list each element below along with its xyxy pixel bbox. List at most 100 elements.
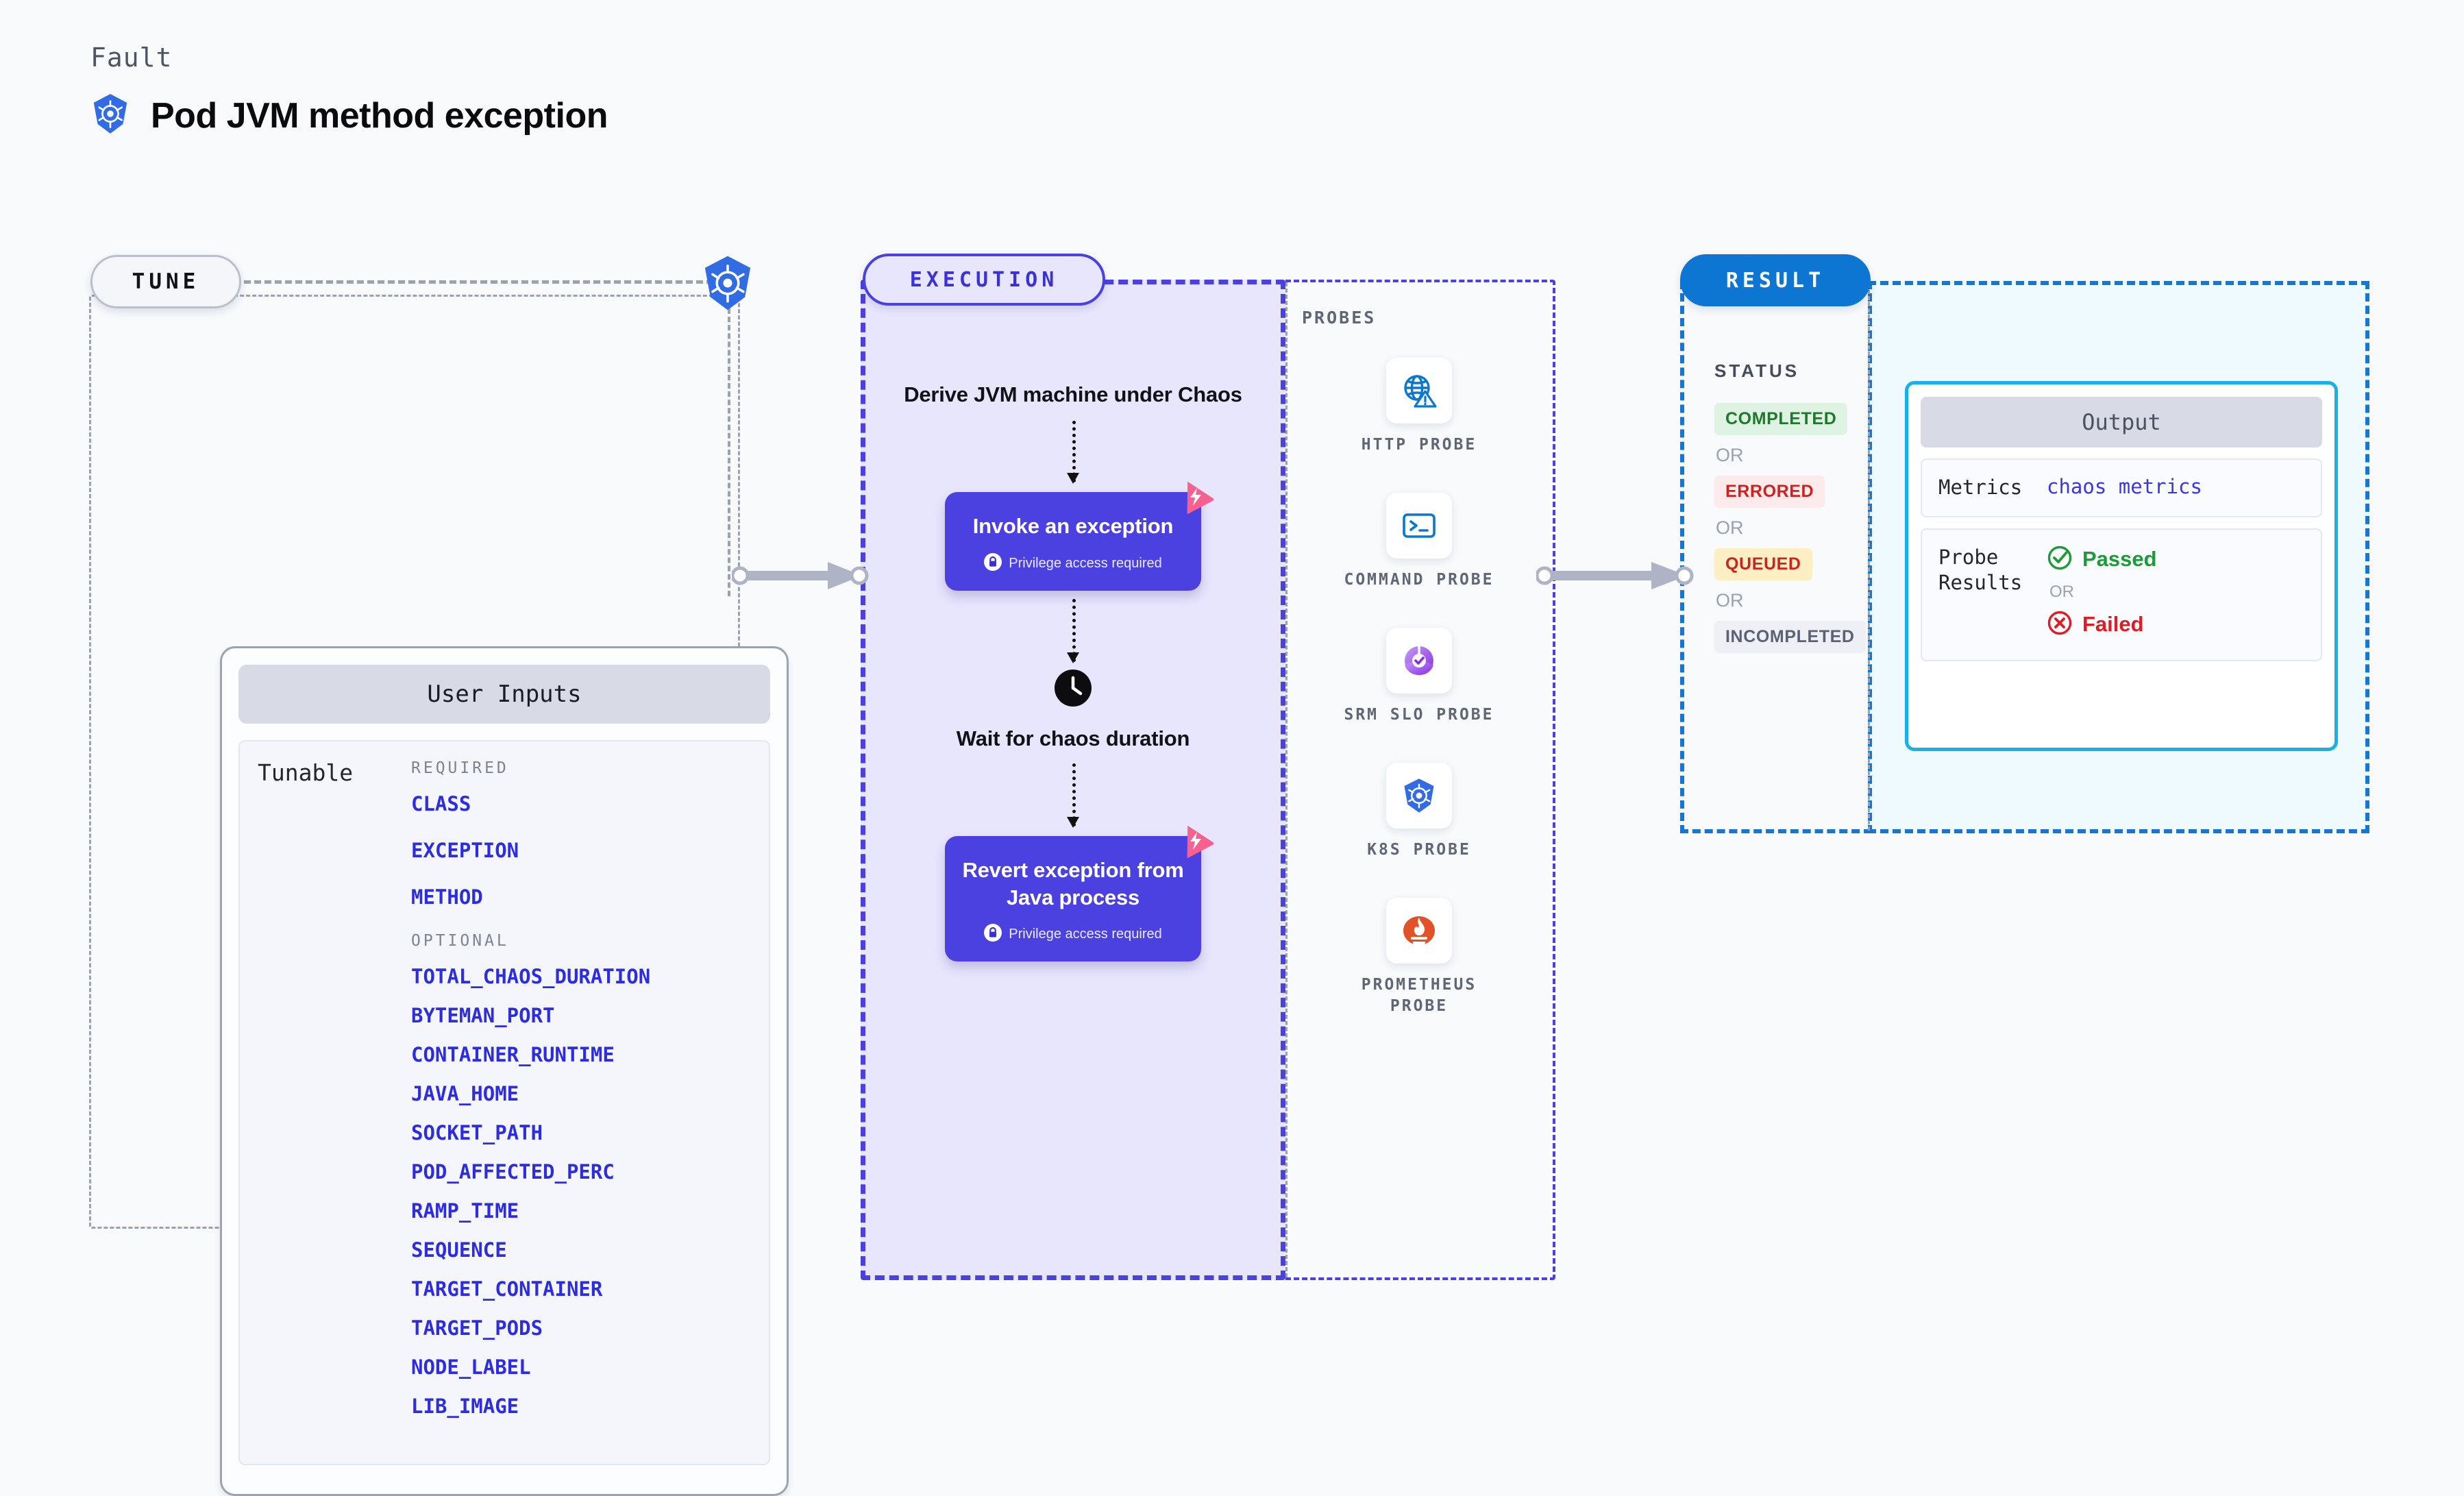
tune-connector-dash (244, 280, 724, 284)
result-status-panel: STATUS COMPLETED OR ERRORED OR QUEUED OR… (1680, 281, 1872, 833)
param-ramp-time[interactable]: RAMP_TIME (411, 1199, 519, 1223)
user-inputs-header: User Inputs (238, 665, 770, 724)
or-separator: OR (2049, 582, 2074, 601)
prometheus-flame-icon (1386, 898, 1452, 964)
param-class[interactable]: CLASS (411, 792, 471, 816)
or-separator: OR (1716, 445, 1744, 465)
probe-item-command[interactable]: COMMAND PROBE (1344, 493, 1494, 591)
execution-panel: Derive JVM machine under Chaos Invoke an… (861, 280, 1285, 1280)
status-badge-errored: ERRORED (1714, 476, 1825, 508)
param-node-label[interactable]: NODE_LABEL (411, 1356, 531, 1379)
param-byteman-port[interactable]: BYTEMAN_PORT (411, 1004, 555, 1027)
status-badge-completed: COMPLETED (1714, 403, 1848, 435)
status-divider (1868, 284, 1870, 831)
param-sequence[interactable]: SEQUENCE (411, 1238, 507, 1262)
param-method[interactable]: METHOD (411, 885, 483, 909)
execution-flow: Derive JVM machine under Chaos Invoke an… (865, 380, 1281, 962)
kubernetes-icon (1386, 763, 1452, 829)
privilege-text: Privilege access required (1009, 927, 1162, 942)
probe-label: K8S PROBE (1367, 841, 1471, 859)
probe-item-srm-slo[interactable]: SRM SLO PROBE (1344, 628, 1494, 726)
param-pod-affected-perc[interactable]: POD_AFFECTED_PERC (411, 1160, 615, 1184)
metrics-value[interactable]: chaos metrics (2047, 475, 2202, 498)
execution-card-invoke[interactable]: Invoke an exception Privilege access req… (945, 481, 1216, 591)
probe-label: HTTP PROBE (1361, 436, 1477, 454)
flow-arrow-1 (1066, 421, 1080, 485)
execution-pill[interactable]: EXECUTION (863, 254, 1105, 306)
title-row: Pod JVM method exception (90, 93, 608, 138)
lock-icon (984, 924, 1002, 945)
tunable-lists: REQUIRED CLASS EXCEPTION METHOD OPTIONAL… (411, 759, 769, 1464)
param-lib-image[interactable]: LIB_IMAGE (411, 1395, 519, 1418)
probe-item-http[interactable]: HTTP PROBE (1362, 358, 1477, 456)
chaos-badge-icon (1176, 477, 1216, 517)
tunable-box: Tunable REQUIRED CLASS EXCEPTION METHOD … (238, 740, 770, 1465)
connector-tune-to-execution (730, 559, 869, 596)
page-title: Pod JVM method exception (151, 95, 608, 136)
param-target-pods[interactable]: TARGET_PODS (411, 1316, 543, 1340)
privilege-text: Privilege access required (1009, 555, 1162, 571)
flow-heading-derive: Derive JVM machine under Chaos (904, 382, 1242, 406)
flow-heading-wait: Wait for chaos duration (956, 726, 1190, 750)
param-container-runtime[interactable]: CONTAINER_RUNTIME (411, 1043, 615, 1066)
probe-item-prometheus[interactable]: PROMETHEUS PROBE (1340, 898, 1498, 1017)
param-target-container[interactable]: TARGET_CONTAINER (411, 1277, 603, 1301)
user-inputs-card: User Inputs Tunable REQUIRED CLASS EXCEP… (220, 646, 789, 1496)
execution-card-title: Invoke an exception (972, 514, 1174, 539)
group-title-required: REQUIRED (411, 759, 509, 777)
status-list: COMPLETED OR ERRORED OR QUEUED OR INCOMP… (1714, 403, 1866, 653)
result-output-panel: Output Metrics chaos metrics Probe Resul… (1868, 281, 2369, 833)
probe-label: SRM SLO PROBE (1344, 706, 1494, 724)
tune-pill[interactable]: TUNE (90, 255, 241, 308)
privilege-row: Privilege access required (957, 924, 1189, 945)
status-section-label: STATUS (1714, 360, 1800, 381)
terminal-icon (1385, 493, 1452, 559)
tune-vertical-dash (728, 308, 730, 596)
metrics-row: Metrics chaos metrics (1921, 458, 2322, 517)
tunable-label: Tunable (258, 759, 354, 786)
passed-label: Passed (2082, 547, 2157, 572)
probe-label: COMMAND PROBE (1344, 571, 1494, 589)
x-circle-icon (2047, 610, 2073, 639)
output-card: Output Metrics chaos metrics Probe Resul… (1905, 381, 2338, 751)
group-title-optional: OPTIONAL (411, 932, 509, 950)
metrics-label: Metrics (1938, 476, 2023, 499)
required-group: REQUIRED CLASS EXCEPTION METHOD (411, 759, 769, 909)
probe-item-k8s[interactable]: K8S PROBE (1367, 763, 1471, 861)
probe-results-row: Probe Results Passed OR (1921, 528, 2322, 661)
tune-panel: User Inputs Tunable REQUIRED CLASS EXCEP… (89, 295, 789, 1496)
or-separator: OR (1716, 590, 1744, 611)
failed-label: Failed (2082, 612, 2144, 637)
fault-eyebrow: Fault (90, 42, 173, 73)
probes-divider (1285, 282, 1288, 1277)
param-java-home[interactable]: JAVA_HOME (411, 1082, 519, 1105)
page-header: Fault Pod JVM method exception (90, 42, 608, 138)
execution-card-revert[interactable]: Revert exception from Java process Privi… (945, 825, 1216, 962)
probes-section-label: PROBES (1302, 308, 1377, 328)
param-socket-path[interactable]: SOCKET_PATH (411, 1121, 543, 1144)
probe-results-values: Passed OR Failed (2047, 545, 2157, 639)
probes-list: HTTP PROBE COMMAND PROBE (1285, 358, 1553, 1017)
probe-result-failed: Failed (2047, 610, 2157, 639)
kubernetes-icon (90, 93, 130, 138)
gauge-check-icon (1385, 628, 1452, 694)
probe-label: PROMETHEUS PROBE (1361, 976, 1477, 1016)
status-badge-incompleted: INCOMPLETED (1714, 621, 1866, 653)
probe-results-label: Probe Results (1938, 545, 2023, 595)
param-total-chaos-duration[interactable]: TOTAL_CHAOS_DURATION (411, 965, 651, 988)
check-circle-icon (2047, 545, 2073, 574)
flow-arrow-2 (1066, 598, 1080, 663)
lock-icon (984, 552, 1002, 574)
output-header: Output (1921, 397, 2322, 447)
param-exception[interactable]: EXCEPTION (411, 839, 519, 862)
clock-icon (1054, 669, 1092, 711)
globe-warning-icon (1385, 358, 1452, 424)
result-pill[interactable]: RESULT (1680, 254, 1871, 306)
execution-card-title: Revert exception from Java process (962, 857, 1184, 910)
required-params: CLASS EXCEPTION METHOD (411, 792, 769, 909)
connector-execution-to-result (1535, 559, 1694, 596)
flow-arrow-3 (1066, 763, 1080, 828)
probe-result-passed: Passed (2047, 545, 2157, 574)
chaos-badge-icon (1176, 821, 1216, 861)
optional-group: OPTIONAL TOTAL_CHAOS_DURATION BYTEMAN_PO… (411, 932, 769, 1418)
